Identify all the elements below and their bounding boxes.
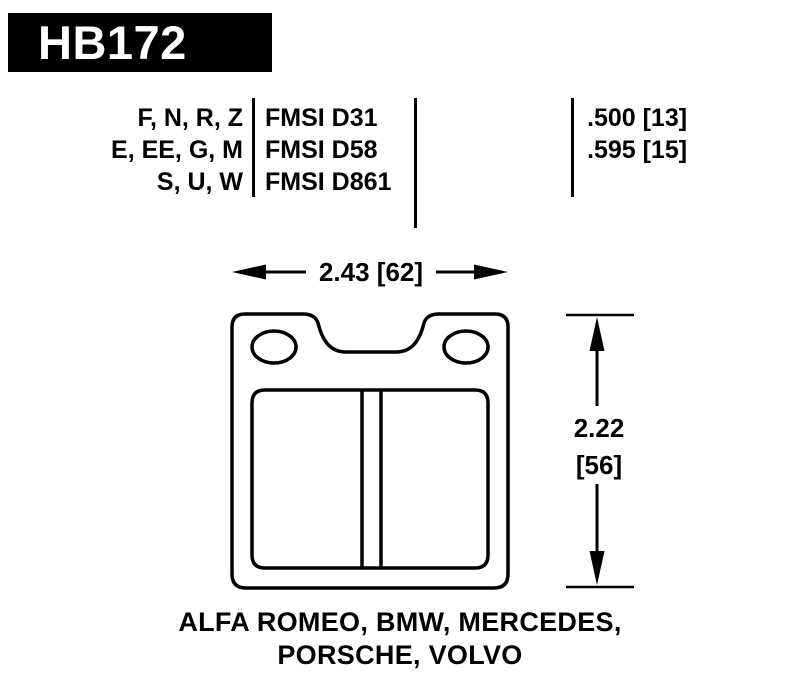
part-number-banner: HB172 [8,13,272,72]
part-number: HB172 [38,16,187,69]
applications-line-1: ALFA ROMEO, BMW, MERCEDES, [178,607,622,637]
arrowhead-right-icon [474,264,508,280]
table-divider-middle [414,98,417,228]
table-divider-left [252,98,255,197]
pad-outline-group [230,312,510,590]
right-ear-hole [442,329,490,365]
compound-row: E, EE, G, M [111,136,243,164]
arrowhead-up-icon [589,317,605,351]
width-dimension: 2.43 [62] [232,257,508,287]
fmsi-row: FMSI D31 [265,104,378,132]
compound-row: S, U, W [156,168,243,196]
pad-outer-outline [230,312,510,590]
table-divider-right [571,98,574,197]
width-dimension-label: 2.43 [62] [319,257,423,287]
compound-codes-column: F, N, R, Z E, EE, G, M S, U, W [40,102,243,198]
thickness-column: .500 [13] .595 [15] [587,102,687,166]
pad-inner-outline [250,388,490,570]
height-dimension-value: 2.22 [574,413,625,443]
height-dimension: 2.22 [56] [566,313,634,589]
arrowhead-left-icon [232,264,266,280]
applications-line-2: PORSCHE, VOLVO [277,640,523,670]
arrowhead-down-icon [589,551,605,585]
fmsi-row: FMSI D861 [265,168,392,196]
fmsi-column: FMSI D31 FMSI D58 FMSI D861 [265,102,391,198]
vehicle-applications: ALFA ROMEO, BMW, MERCEDES, PORSCHE, VOLV… [0,606,800,672]
thickness-row: .595 [15] [587,136,688,164]
compound-row: F, N, R, Z [137,104,243,132]
fmsi-row: FMSI D58 [265,136,378,164]
thickness-row: .500 [13] [587,104,688,132]
height-dimension-mm: [56] [576,450,622,480]
left-ear-hole [250,329,298,365]
